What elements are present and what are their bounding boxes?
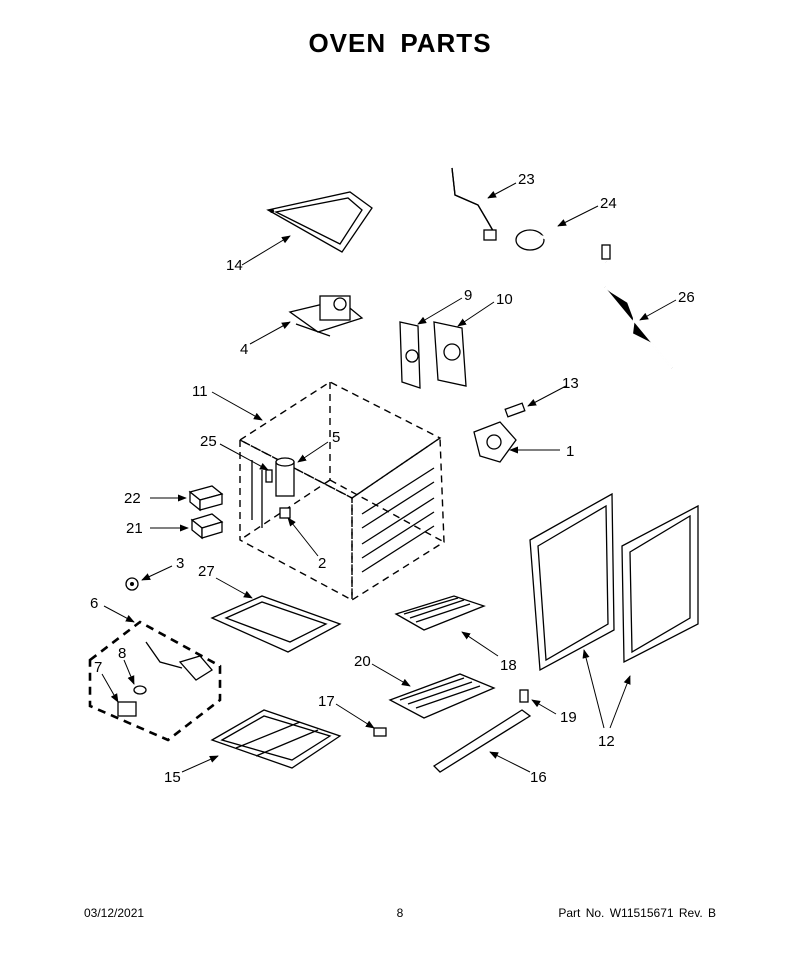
callout-26: 26 [678, 289, 695, 306]
part-15-pan [210, 709, 342, 769]
callout-13: 13 [562, 375, 579, 392]
part-11-cavity [238, 381, 445, 602]
callout-12: 12 [598, 733, 615, 750]
callout-22: 22 [124, 490, 141, 507]
callout-6: 6 [90, 595, 98, 612]
callout-10: 10 [496, 291, 513, 308]
part-10-hinge [433, 321, 467, 387]
part-9-hinge [399, 321, 421, 389]
part-23-tube [451, 167, 497, 241]
part-24-burner [515, 229, 611, 264]
callout-5: 5 [332, 429, 340, 446]
footer-page-number: 8 [396, 906, 404, 920]
part-6-light-kit [88, 620, 222, 742]
part-2-bracket [279, 507, 291, 519]
callout-20: 20 [354, 653, 371, 670]
callout-3: 3 [176, 555, 184, 572]
part-21-box [190, 513, 224, 540]
callout-16: 16 [530, 769, 547, 786]
callout-1: 1 [566, 443, 574, 460]
part-22-box [188, 485, 224, 512]
footer-part-number: Part No. W11515671 Rev. B [558, 906, 716, 920]
callout-labels: 1 2 3 4 5 6 7 8 9 10 11 12 13 14 15 16 1… [90, 171, 695, 786]
callout-25: 25 [200, 433, 217, 450]
part-18-burner [394, 595, 486, 631]
part-27-tray [210, 595, 342, 653]
callout-24: 24 [600, 195, 617, 212]
callout-2: 2 [318, 555, 326, 572]
callout-4: 4 [240, 341, 248, 358]
callout-18: 18 [500, 657, 517, 674]
callout-8: 8 [118, 645, 126, 662]
part-12-panel [621, 504, 699, 664]
callout-23: 23 [518, 171, 535, 188]
part-25-bolt [265, 469, 273, 483]
part-1-sensor [473, 421, 517, 463]
callout-27: 27 [198, 563, 215, 580]
leader-lines [101, 182, 677, 773]
callout-19: 19 [560, 709, 577, 726]
part-20-burner [388, 673, 496, 719]
part-3-knob [125, 577, 139, 591]
part-5-cylinder [275, 457, 295, 497]
callout-7: 7 [94, 659, 102, 676]
callout-14: 14 [226, 257, 243, 274]
callout-17: 17 [318, 693, 335, 710]
callout-15: 15 [164, 769, 181, 786]
part-19-screw [519, 689, 529, 703]
footer-date: 03/12/2021 [84, 906, 145, 920]
part-16-rail [432, 709, 532, 773]
part-13-screw [504, 402, 526, 418]
callout-11: 11 [192, 383, 208, 400]
callout-9: 9 [464, 287, 472, 304]
page-title: OVEN PARTS [308, 28, 492, 58]
part-4-igniter [288, 295, 364, 337]
part-17-clip [373, 727, 387, 737]
part-14-plate [266, 191, 373, 253]
part-26-tube [604, 286, 673, 369]
part-12-panel [529, 492, 615, 672]
callout-21: 21 [126, 520, 143, 537]
